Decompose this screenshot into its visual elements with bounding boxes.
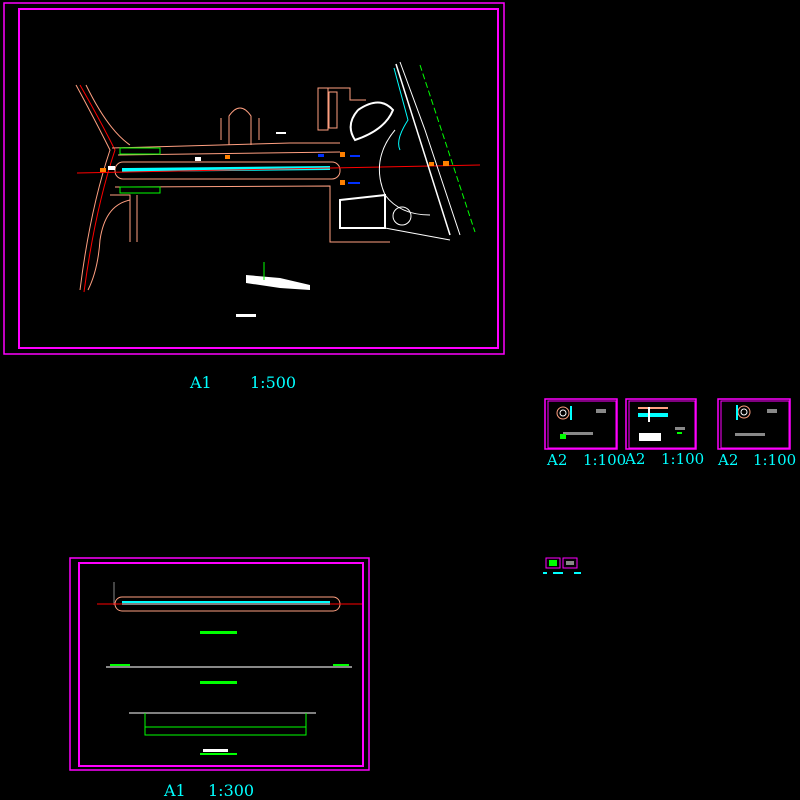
road-plan (75, 61, 481, 317)
sheet-a2-2-size-label: A2 (624, 450, 645, 468)
sheet-a2-detail-1[interactable] (544, 398, 618, 450)
sheet-a2-1-scale-label: 1:100 (583, 451, 626, 469)
sheet-a2-3-size-label: A2 (717, 451, 738, 469)
sheet-a2-1-size-label: A2 (546, 451, 567, 469)
sheet-a2-detail-2[interactable] (625, 398, 697, 450)
sheet-a1-site-plan[interactable] (3, 2, 505, 355)
sheet-outer-frame (3, 2, 505, 355)
sheet-a1-scale-label: 1:500 (250, 373, 296, 392)
sheet-a1-size-label: A1 (189, 373, 212, 392)
sheet-a2-3-scale-label: 1:100 (753, 451, 796, 469)
sheet-a1-road-detail[interactable] (69, 557, 370, 771)
sheet-a1-300-scale-label: 1:300 (208, 781, 254, 800)
sheet-a1-300-size-label: A1 (163, 781, 186, 800)
sheet-a2-2-scale-label: 1:100 (661, 450, 704, 468)
plan-symbols (100, 147, 449, 194)
sheet-inner-frame (18, 8, 499, 349)
mini-sheets[interactable] (543, 557, 581, 574)
sheet-a2-detail-3[interactable] (717, 398, 791, 450)
